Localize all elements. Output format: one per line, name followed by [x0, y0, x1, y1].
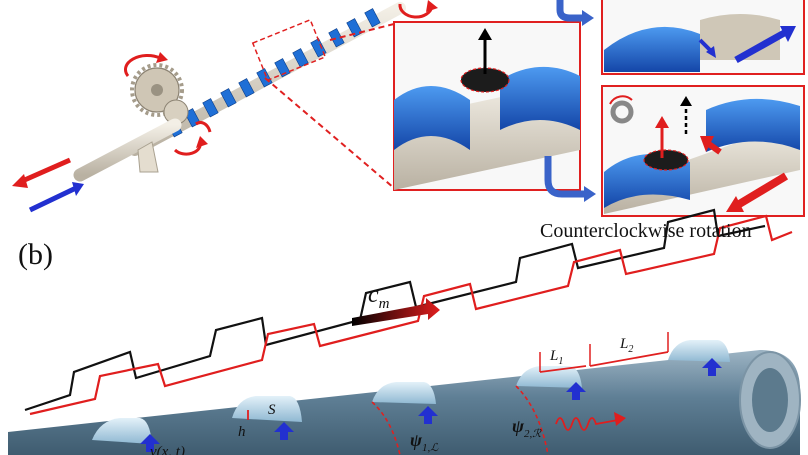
black-trace [24, 208, 766, 412]
label-s: S [268, 402, 276, 418]
label-v: v(x, t) [150, 444, 185, 455]
inset-clockwise [601, 0, 805, 75]
label-psi-1l: ψ1,ℒ [410, 430, 439, 454]
panel-a [12, 0, 805, 217]
inset-counterclockwise [601, 85, 805, 217]
rotation-caption: Counterclockwise rotation [540, 220, 752, 242]
boundary-lines [371, 385, 549, 455]
rotation-indicator-icon [610, 100, 634, 124]
inset-close-up [393, 21, 581, 191]
label-l1: L1 [549, 348, 563, 367]
input-shaft [73, 118, 182, 182]
up-arrow-icon [140, 358, 722, 452]
label-psi-2r: ψ2,ℛ [512, 416, 542, 440]
label-cm: cm [368, 282, 390, 312]
curved-arrow-icon [544, 0, 584, 198]
emitted-wave [555, 417, 619, 431]
label-l2: L2 [619, 336, 633, 355]
gear-icon [130, 63, 189, 125]
zoom-region [251, 18, 327, 82]
wave-direction-arrow [352, 298, 440, 326]
red-trace [29, 214, 793, 416]
dimension-markers [247, 351, 669, 420]
resonator-humps [92, 340, 730, 444]
double-arrow-icon [12, 157, 84, 213]
panel-b: cm S h L1 L2 ψ1,ℒ ψ2,ℛ v(x, t) [8, 208, 801, 455]
rotation-arrowheads [156, 0, 438, 148]
label-h: h [238, 424, 246, 440]
panel-b-label: (b) [18, 238, 53, 271]
